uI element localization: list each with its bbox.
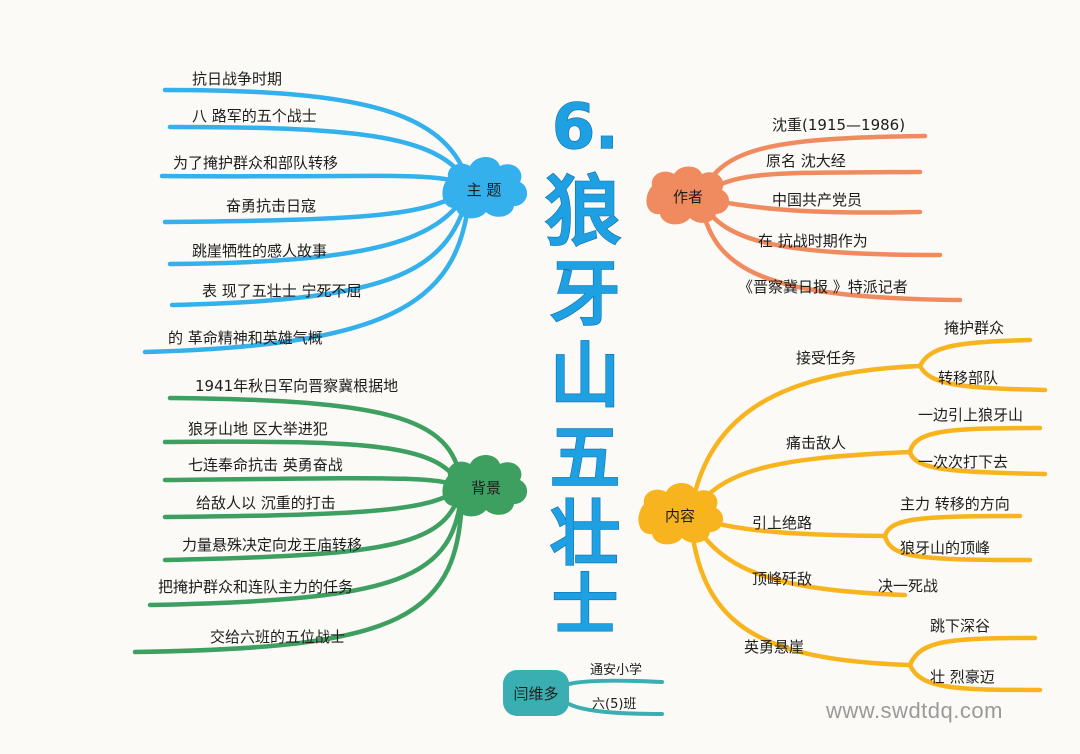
signature-line — [567, 678, 664, 686]
theme-line-7 — [142, 185, 473, 355]
content-sub-item: 转移部队 — [938, 369, 998, 387]
content-sub-line — [907, 449, 1048, 477]
content-sub-item: 跳下深谷 — [930, 617, 990, 635]
theme-item: 奋勇抗击日寇 — [226, 197, 316, 215]
content-group-label: 英勇悬崖 — [744, 638, 804, 656]
content-group-label: 顶峰歼敌 — [752, 570, 812, 588]
theme-item: 表 现了五壮士 宁死不屈 — [202, 282, 362, 300]
theme-node-label: 主 题 — [467, 181, 502, 199]
author-line-5 — [697, 195, 963, 303]
theme-cloud — [442, 157, 528, 219]
theme-items: 抗日战争时期 八 路军的五个战士 为了掩护群众和部队转移 奋勇抗击日寇 跳崖牺牲… — [168, 70, 362, 347]
content-sub-item: 掩护群众 — [944, 319, 1004, 337]
author-items: 沈重(1915—1986) 原名 沈大经 中国共产党员 在 抗战时期作为 《晋察… — [738, 116, 908, 296]
content-group-label: 接受任务 — [796, 349, 856, 367]
background-item: 把掩护群众和连队主力的任务 — [158, 578, 353, 596]
background-node-label: 背景 — [471, 479, 501, 497]
author-node-label: 作者 — [673, 188, 703, 206]
content-group-label: 引上绝路 — [752, 514, 812, 532]
content-sub-line — [917, 363, 1048, 393]
content-sub-line — [882, 533, 1033, 563]
author-item: 在 抗战时期作为 — [758, 232, 868, 250]
background-line-6 — [147, 485, 465, 608]
background-item: 给敌人以 沉重的打击 — [196, 494, 336, 512]
title-group: 6. 狼 牙 山 五 壮 士 — [544, 89, 621, 644]
theme-item: 八 路军的五个战士 — [192, 107, 317, 125]
signature-class: 六(5)班 — [592, 697, 636, 712]
author-item: 原名 沈大经 — [766, 152, 846, 170]
background-items: 1941年秋日军向晋察冀根据地 狼牙山地 区大举进犯 七连奉命抗击 英勇奋战 给… — [158, 377, 398, 646]
content-line-1 — [687, 363, 923, 519]
background-item: 1941年秋日军向晋察冀根据地 — [195, 377, 398, 395]
theme-line-6 — [169, 185, 473, 308]
branch-theme — [142, 87, 473, 355]
theme-item: 跳崖牺牲的感人故事 — [192, 242, 327, 260]
content-cloud — [638, 483, 724, 545]
title-number: 6. — [552, 90, 619, 163]
background-line-5 — [162, 485, 465, 563]
author-item: 沈重(1915—1986) — [772, 116, 905, 134]
content-sub-line — [907, 662, 1043, 693]
content-group-label: 痛击敌人 — [786, 434, 846, 452]
theme-item: 抗日战争时期 — [192, 70, 282, 88]
theme-line-1 — [162, 87, 473, 191]
signature-name: 闫维多 — [513, 685, 558, 703]
content-sub-item: 一次次打下去 — [918, 453, 1008, 471]
content-sub-line — [907, 425, 1043, 455]
title-char-1: 狼 — [545, 167, 621, 256]
content-sub-line — [907, 635, 1038, 668]
content-line-2 — [687, 449, 913, 519]
theme-item: 为了掩护群众和部队转移 — [173, 154, 338, 172]
watermark: www.swdtdq.com — [826, 698, 1003, 723]
content-sub-item: 一边引上狼牙山 — [918, 406, 1023, 424]
signature-line — [567, 702, 664, 716]
content-sub-item: 壮 烈豪迈 — [930, 668, 995, 686]
background-item: 七连奉命抗击 英勇奋战 — [188, 456, 343, 474]
content-line-5 — [687, 513, 913, 668]
author-cloud — [646, 166, 730, 225]
content-sub-item: 狼牙山的顶峰 — [900, 539, 990, 557]
signature: 闫维多 通安小学 六(5)班 — [503, 662, 664, 716]
title-char-3: 山 — [550, 335, 620, 417]
title-char-6: 士 — [552, 567, 618, 644]
background-item: 力量悬殊决定向龙王庙转移 — [182, 536, 362, 554]
background-item: 交给六班的五位战士 — [210, 628, 345, 646]
content-sub-item: 主力 转移的方向 — [900, 495, 1010, 513]
author-item: 《晋察冀日报 》特派记者 — [738, 278, 908, 296]
author-item: 中国共产党员 — [772, 191, 862, 209]
title-char-4: 五 — [550, 417, 620, 499]
content-sub-line — [882, 513, 1023, 539]
background-cloud — [442, 455, 528, 517]
theme-item: 的 革命精神和英雄气概 — [168, 329, 323, 347]
background-line-3 — [162, 475, 465, 491]
content-node-label: 内容 — [665, 507, 695, 525]
background-item: 狼牙山地 区大举进犯 — [188, 420, 328, 438]
theme-line-3 — [159, 173, 473, 191]
content-sub-line — [917, 337, 1033, 369]
title-char-5: 壮 — [550, 493, 620, 575]
background-line-7 — [132, 485, 465, 655]
theme-line-4 — [162, 185, 473, 225]
signature-school: 通安小学 — [590, 662, 642, 678]
content-sub-item: 决一死战 — [878, 577, 938, 595]
content-items: 接受任务 掩护群众 转移部队 痛击敌人 一边引上狼牙山 一次次打下去 引上绝路 … — [744, 319, 1023, 686]
signature-box — [503, 670, 569, 716]
title-char-2: 牙 — [550, 253, 620, 335]
